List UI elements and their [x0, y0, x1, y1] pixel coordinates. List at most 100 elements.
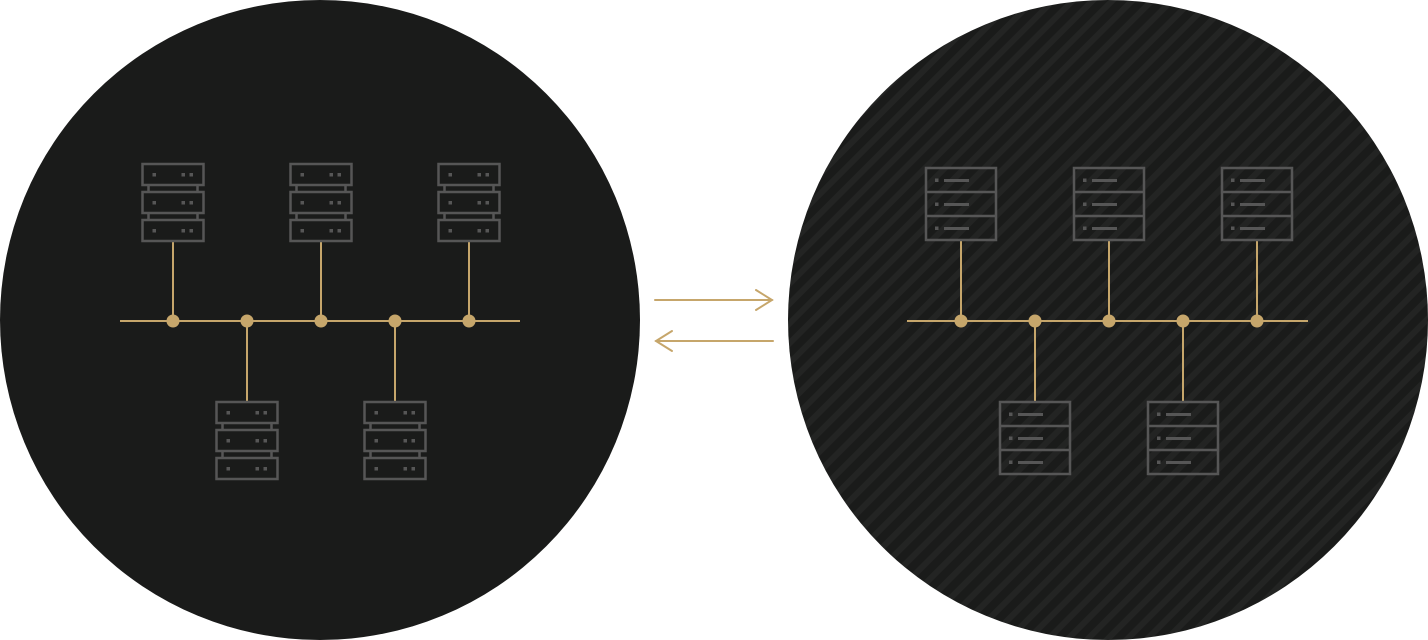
status-dot — [374, 467, 378, 471]
status-dot — [411, 411, 415, 415]
status-dot — [226, 467, 230, 471]
status-dot — [411, 439, 415, 443]
bus-node — [166, 314, 180, 328]
drive-slot — [1166, 461, 1191, 464]
status-dot — [152, 201, 156, 205]
server-unit — [437, 162, 501, 187]
drive-slot — [1240, 179, 1265, 182]
drive-slot — [1240, 203, 1265, 206]
server-unit — [363, 400, 427, 425]
status-dot — [263, 467, 267, 471]
status-dot — [448, 201, 452, 205]
status-dot — [1157, 436, 1161, 440]
status-dot — [1083, 178, 1087, 182]
status-dot — [255, 411, 259, 415]
bus-node — [1250, 314, 1264, 328]
server-unit — [215, 428, 279, 453]
server-icon — [215, 400, 279, 481]
status-dot — [1009, 412, 1013, 416]
status-dot — [337, 201, 341, 205]
status-dot — [477, 173, 481, 177]
server-chassis — [924, 166, 998, 242]
status-dot — [1009, 460, 1013, 464]
server-unit — [141, 218, 205, 243]
server-icon — [289, 162, 353, 243]
status-dot — [403, 411, 407, 415]
status-dot — [189, 201, 193, 205]
drive-slot — [944, 227, 969, 230]
drive-slot — [1240, 227, 1265, 230]
status-dot — [935, 202, 939, 206]
server-unit — [215, 400, 279, 425]
server-unit — [141, 162, 205, 187]
server-unit — [363, 456, 427, 481]
status-dot — [1083, 202, 1087, 206]
bus-node — [1176, 314, 1190, 328]
bus-node — [314, 314, 328, 328]
status-dot — [1157, 412, 1161, 416]
drive-slot — [1166, 413, 1191, 416]
status-dot — [1083, 226, 1087, 230]
server-chassis — [1146, 400, 1220, 476]
status-dot — [300, 201, 304, 205]
status-dot — [477, 201, 481, 205]
server-icon — [363, 400, 427, 481]
status-dot — [181, 173, 185, 177]
left-arrow-icon — [654, 330, 774, 352]
sync-arrows — [654, 289, 774, 352]
status-dot — [1231, 226, 1235, 230]
drive-slot — [944, 179, 969, 182]
server-chassis — [998, 400, 1072, 476]
status-dot — [403, 439, 407, 443]
status-dot — [1231, 202, 1235, 206]
bus-node — [462, 314, 476, 328]
status-dot — [181, 201, 185, 205]
server-icon — [998, 400, 1072, 476]
server-unit — [215, 456, 279, 481]
left-network-content — [120, 162, 520, 481]
server-unit — [437, 218, 501, 243]
status-dot — [226, 411, 230, 415]
drive-slot — [1092, 179, 1117, 182]
bus-node — [954, 314, 968, 328]
bus-node — [240, 314, 254, 328]
server-icon — [924, 166, 998, 242]
drive-slot — [1018, 437, 1043, 440]
server-chassis — [1220, 166, 1294, 242]
server-icon — [1220, 166, 1294, 242]
drive-slot — [1166, 437, 1191, 440]
status-dot — [189, 229, 193, 233]
status-dot — [477, 229, 481, 233]
right-network — [788, 0, 1428, 640]
status-dot — [485, 173, 489, 177]
bus-node — [388, 314, 402, 328]
status-dot — [1231, 178, 1235, 182]
status-dot — [1009, 436, 1013, 440]
status-dot — [255, 467, 259, 471]
status-dot — [485, 201, 489, 205]
status-dot — [263, 439, 267, 443]
server-unit — [289, 218, 353, 243]
server-unit — [289, 162, 353, 187]
status-dot — [300, 229, 304, 233]
status-dot — [448, 173, 452, 177]
server-unit — [289, 190, 353, 215]
status-dot — [189, 173, 193, 177]
server-chassis — [1072, 166, 1146, 242]
right-arrow-icon — [654, 289, 774, 311]
status-dot — [152, 173, 156, 177]
server-icon — [141, 162, 205, 243]
drive-slot — [1092, 227, 1117, 230]
status-dot — [337, 229, 341, 233]
server-unit — [141, 190, 205, 215]
status-dot — [448, 229, 452, 233]
status-dot — [485, 229, 489, 233]
status-dot — [152, 229, 156, 233]
drive-slot — [1092, 203, 1117, 206]
status-dot — [374, 439, 378, 443]
status-dot — [255, 439, 259, 443]
bus-node — [1028, 314, 1042, 328]
status-dot — [374, 411, 378, 415]
status-dot — [329, 201, 333, 205]
